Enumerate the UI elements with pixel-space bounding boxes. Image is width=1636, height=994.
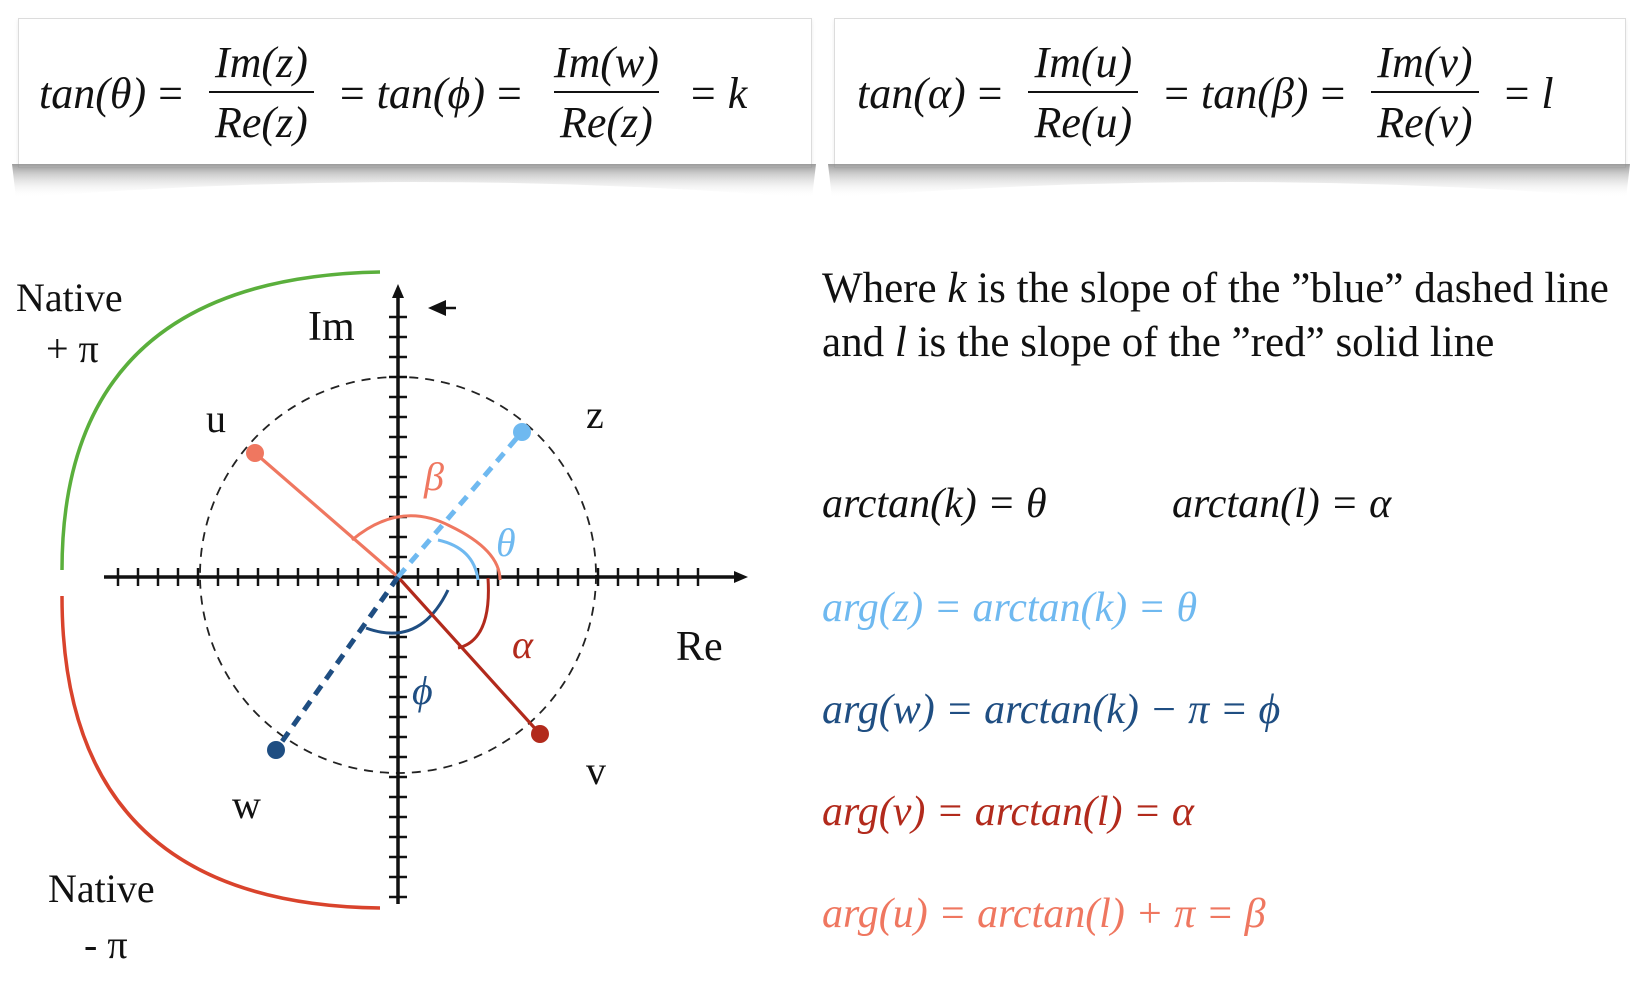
im-z-over-re-z-fraction: Im(z) Re(z) — [208, 38, 314, 145]
point-u — [246, 444, 264, 462]
native-minus-pi-arc — [60, 595, 381, 910]
slope-k: k — [727, 68, 748, 118]
arg-z-formula: arg(z) = arctan(k) = θ — [822, 585, 1198, 631]
formula-card-tan-alpha: tan(α) = Im(u) Re(u) = tan(β) = Im(v) Re… — [834, 18, 1626, 168]
label-alpha: α — [512, 622, 534, 667]
label-theta: θ — [496, 520, 516, 565]
slope-l: l — [1541, 68, 1554, 118]
native-top-line1: Native — [16, 275, 123, 320]
card-shadow-left — [12, 164, 816, 198]
tan-alpha-equation: tan(α) = Im(u) Re(u) = tan(β) = Im(v) Re… — [857, 38, 1554, 147]
re-axis-label: Re — [676, 624, 723, 670]
point-w — [267, 741, 285, 759]
fraction-denominator: Re(v) — [1371, 91, 1479, 145]
label-w: w — [232, 782, 261, 827]
tan-theta: tan(θ) — [39, 68, 147, 118]
arg-w-formula: arg(w) = arctan(k) − π = ϕ — [822, 687, 1281, 733]
alpha-arc — [457, 577, 490, 650]
native-top-line2: + π — [46, 326, 99, 371]
theta-arc — [437, 538, 480, 581]
k-symbol: k — [947, 265, 967, 312]
tan-alpha: tan(α) — [857, 68, 966, 118]
arctan-k-formula: arctan(k) = θ — [822, 481, 1047, 527]
im-w-over-re-z-fraction: Im(w) Re(z) — [548, 41, 665, 145]
tan-beta: tan(β) — [1201, 68, 1309, 118]
z-dashed-line — [396, 430, 524, 579]
arg-v-formula: arg(v) = arctan(l) = α — [822, 789, 1194, 835]
label-v: v — [586, 748, 606, 793]
label-u: u — [206, 396, 226, 441]
u-v-solid-line-red — [396, 575, 542, 736]
fraction-denominator: Re(z) — [553, 91, 659, 145]
point-z — [513, 423, 531, 441]
tan-phi: tan(ϕ) — [376, 68, 485, 118]
complex-plane-diagram: Native + π Native - π Im Re u z w v β θ … — [16, 270, 748, 967]
arctan-l-formula: arctan(l) = α — [1172, 481, 1392, 527]
beta-arc — [351, 514, 502, 581]
im-u-over-re-u-fraction: Im(u) Re(u) — [1028, 38, 1139, 145]
slope-description: Where k is the slope of the ”blue” dashe… — [822, 265, 1609, 366]
u-v-solid-line-salmon — [253, 451, 400, 579]
point-v — [531, 725, 549, 743]
l-symbol: l — [894, 319, 907, 366]
axis-ticks — [116, 315, 700, 899]
fraction-numerator: Im(v) — [1377, 38, 1473, 87]
im-axis-label: Im — [308, 304, 355, 350]
native-bottom-line1: Native — [48, 866, 155, 911]
fraction-numerator: Im(z) — [214, 38, 308, 87]
tan-theta-equation: tan(θ) = Im(z) Re(z) = tan(ϕ) = Im(w) Re… — [39, 38, 748, 147]
card-shadow-right — [828, 164, 1630, 198]
label-beta: β — [423, 454, 444, 499]
w-dashed-line — [273, 575, 401, 752]
rotation-arrow-icon — [428, 300, 446, 316]
phi-arc — [365, 589, 450, 635]
formula-card-tan-theta: tan(θ) = Im(z) Re(z) = tan(ϕ) = Im(w) Re… — [18, 18, 812, 168]
fraction-numerator: Im(w) — [553, 38, 659, 87]
label-z: z — [586, 392, 604, 437]
fraction-denominator: Re(u) — [1028, 91, 1139, 145]
fraction-numerator: Im(u) — [1034, 38, 1133, 87]
arg-u-formula: arg(u) = arctan(l) + π = β — [822, 891, 1266, 937]
native-bottom-line2: - π — [84, 922, 128, 967]
label-phi: ϕ — [412, 668, 433, 713]
native-plus-pi-arc — [60, 270, 381, 571]
fraction-denominator: Re(z) — [208, 91, 314, 145]
im-v-over-re-v-fraction: Im(v) Re(v) — [1371, 38, 1479, 145]
